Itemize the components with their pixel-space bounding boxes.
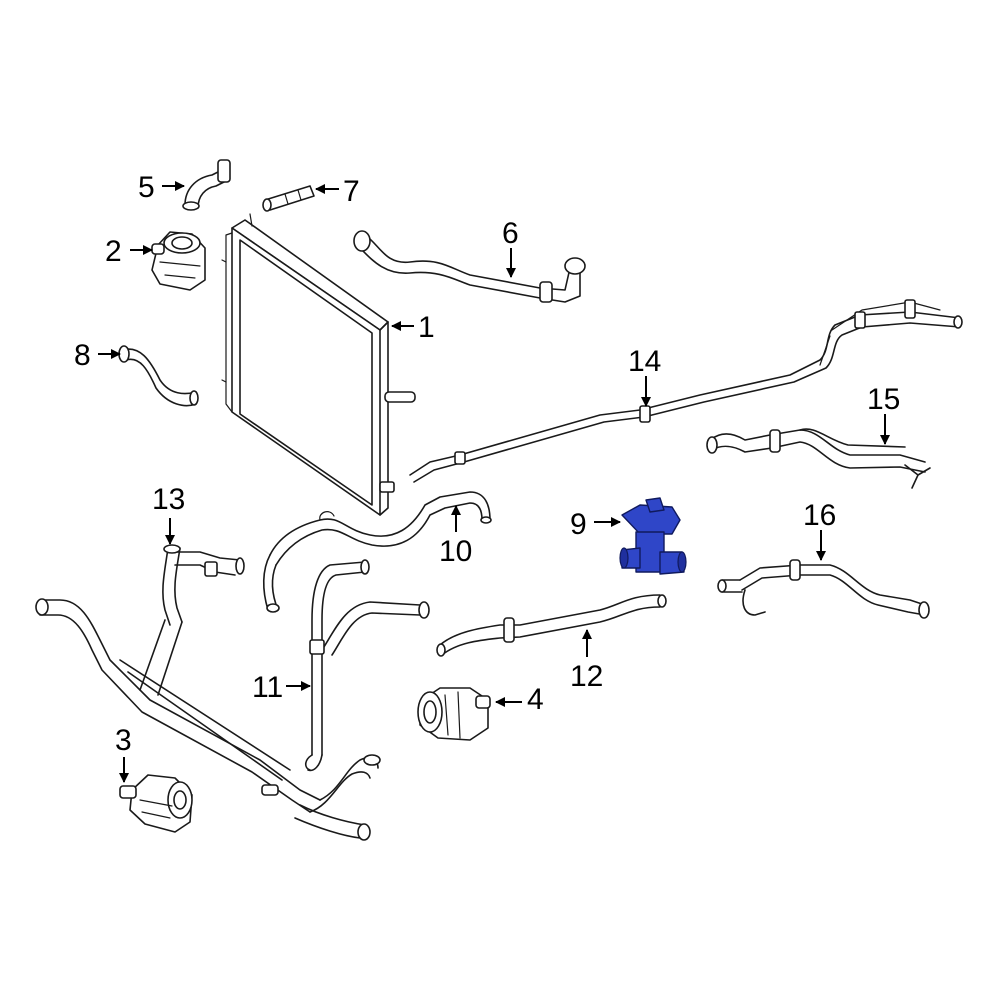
callout-12[interactable]: 12 (570, 660, 603, 693)
callout-arrows (98, 181, 890, 783)
callout-5[interactable]: 5 (138, 171, 155, 204)
radiator-part[interactable] (221, 213, 416, 516)
callout-3[interactable]: 3 (115, 724, 132, 757)
long-line-part[interactable] (409, 299, 963, 483)
callout-13[interactable]: 13 (152, 483, 185, 516)
callout-9[interactable]: 9 (570, 508, 587, 541)
valve-part-highlighted[interactable] (619, 497, 687, 575)
callout-10[interactable]: 10 (439, 535, 472, 568)
connector-pipe-part[interactable] (262, 185, 315, 212)
pipe-lower-part[interactable] (436, 594, 667, 657)
callout-4[interactable]: 4 (527, 683, 544, 716)
line-assembly-lower-right-part[interactable] (717, 559, 930, 619)
hose-left-assembly-part[interactable] (35, 544, 381, 841)
vertical-hose-part[interactable] (304, 559, 430, 772)
callout-16[interactable]: 16 (803, 499, 836, 532)
callout-15[interactable]: 15 (867, 383, 900, 416)
callout-6[interactable]: 6 (502, 217, 519, 250)
hose-upper-part[interactable] (353, 230, 586, 303)
line-assembly-right-part[interactable] (706, 428, 931, 489)
hose-left-part[interactable] (118, 345, 199, 407)
water-pump-center-part[interactable] (417, 687, 491, 741)
callout-2[interactable]: 2 (105, 235, 122, 268)
hose-center-part[interactable] (262, 491, 492, 613)
water-pump-lower-part[interactable] (119, 774, 193, 833)
callout-labels: 1 2 3 4 5 6 7 8 9 10 11 12 13 14 15 16 (74, 171, 900, 757)
auxiliary-pump-part[interactable] (151, 231, 206, 291)
elbow-hose-part[interactable] (182, 159, 231, 211)
callout-7[interactable]: 7 (343, 175, 360, 208)
callout-11[interactable]: 11 (252, 671, 283, 704)
callout-14[interactable]: 14 (628, 345, 661, 378)
callout-8[interactable]: 8 (74, 339, 91, 372)
callout-1[interactable]: 1 (418, 311, 435, 344)
